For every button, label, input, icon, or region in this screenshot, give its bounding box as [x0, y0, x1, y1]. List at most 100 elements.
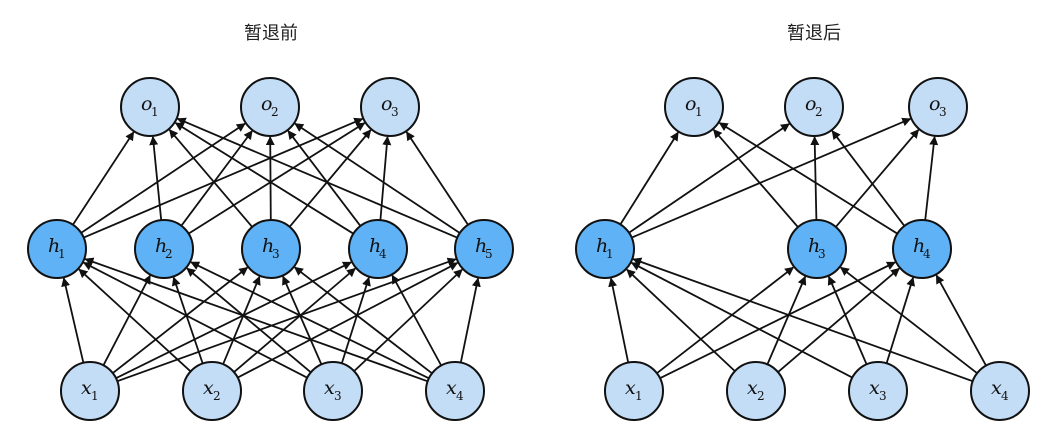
node-label-h1: h [48, 235, 60, 257]
diagram-before-title: 暂退前 [244, 23, 298, 44]
node-subscript-h3: 3 [272, 247, 280, 261]
node-label-x2: x [747, 377, 758, 399]
edge-h5-to-o2 [294, 122, 461, 234]
edge-x3-to-h2 [186, 267, 312, 373]
edge-x1-to-h3 [656, 266, 795, 374]
node-subscript-h5: 5 [485, 247, 493, 261]
edge-x4-to-h3 [839, 266, 978, 374]
edge-x4-to-h4 [391, 274, 442, 366]
node-h4: h4 [892, 219, 952, 279]
node-label-x4: x [991, 377, 1002, 399]
node-h3: h3 [241, 219, 301, 279]
node-o3: o3 [908, 77, 968, 137]
node-label-o3: o [381, 93, 392, 115]
node-label-h2: h [155, 235, 167, 257]
node-subscript-x4: 4 [1001, 389, 1009, 403]
edge-x1-to-h1 [61, 277, 85, 364]
edge-h2-to-o2 [180, 130, 253, 227]
edge-h1-to-o2 [80, 122, 246, 234]
node-circle-x3 [848, 361, 908, 421]
edge-h1-to-o2 [628, 123, 790, 234]
edge-x2-to-h5 [237, 262, 459, 379]
node-subscript-o1: 1 [695, 105, 703, 119]
edge-x4-to-h3 [293, 266, 433, 375]
edge-x1-to-h2 [102, 274, 151, 366]
node-label-h1: h [596, 235, 608, 257]
edge-x4-to-h2 [190, 261, 430, 380]
node-label-h4: h [913, 235, 925, 257]
edge-h3-to-o2 [810, 136, 820, 221]
node-circle-h3 [241, 219, 301, 279]
node-label-o3: o [929, 93, 940, 115]
node-subscript-h1: 1 [58, 247, 66, 261]
node-label-o2: o [261, 93, 272, 115]
node-circle-h5 [454, 219, 514, 279]
node-o1: o1 [664, 77, 724, 137]
edge-h4-to-o1 [718, 122, 898, 235]
edges-before [61, 117, 481, 383]
edge-x2-to-h1 [78, 268, 192, 373]
node-circle-h1 [575, 219, 635, 279]
edge-x2-to-h4 [233, 267, 356, 373]
node-o2: o2 [240, 77, 300, 137]
edge-h2-to-o1 [149, 136, 163, 221]
edge-h3-to-o1 [168, 129, 253, 228]
edge-x1-to-h1 [608, 277, 630, 363]
node-subscript-x4: 4 [456, 389, 464, 403]
edge-x2-to-h2 [171, 276, 204, 364]
node-circle-h1 [27, 219, 87, 279]
node-circle-h2 [134, 219, 194, 279]
node-label-x1: x [625, 377, 636, 399]
edge-x4-to-h5 [459, 277, 481, 363]
node-label-h3: h [262, 235, 274, 257]
node-label-h4: h [369, 235, 381, 257]
edge-x3-to-h3 [827, 275, 868, 365]
node-subscript-h2: 2 [165, 247, 173, 261]
node-subscript-x3: 3 [334, 389, 342, 403]
node-subscript-o2: 2 [271, 105, 279, 119]
edge-x2-to-h4 [777, 267, 900, 373]
edge-x3-to-h4 [340, 276, 371, 364]
node-subscript-h3: 3 [818, 247, 826, 261]
node-circle-o2 [784, 77, 844, 137]
edge-h5-to-o3 [405, 131, 469, 226]
edge-h4-to-o2 [287, 130, 362, 227]
node-subscript-h1: 1 [606, 247, 614, 261]
edge-x1-to-h4 [115, 261, 352, 380]
node-subscript-h4: 4 [923, 247, 931, 261]
node-subscript-x3: 3 [879, 389, 887, 403]
node-circle-x1 [60, 361, 120, 421]
edge-h1-to-o3 [631, 117, 912, 239]
node-label-x3: x [324, 377, 335, 399]
edge-x1-to-h4 [659, 261, 896, 380]
edge-x3-to-h5 [353, 268, 463, 372]
node-circle-o3 [360, 77, 420, 137]
edge-x1-to-h3 [112, 266, 249, 374]
edge-h4-to-o1 [174, 122, 354, 235]
node-label-x1: x [81, 377, 92, 399]
node-h4: h4 [348, 219, 408, 279]
edge-h3-to-o2 [265, 136, 275, 221]
node-label-x3: x [869, 377, 880, 399]
node-subscript-x1: 1 [91, 389, 99, 403]
node-circle-h3 [787, 219, 847, 279]
node-circle-x4 [970, 361, 1030, 421]
edges-after [608, 117, 987, 383]
edge-x2-to-h3 [766, 275, 807, 365]
node-circle-o2 [240, 77, 300, 137]
node-label-x4: x [446, 377, 457, 399]
edge-h5-to-o1 [176, 117, 458, 239]
node-subscript-o3: 3 [391, 105, 399, 119]
edge-h2-to-o3 [188, 122, 366, 235]
node-circle-o1 [120, 77, 180, 137]
edge-h4-to-o2 [831, 130, 906, 227]
node-h5: h5 [454, 219, 514, 279]
